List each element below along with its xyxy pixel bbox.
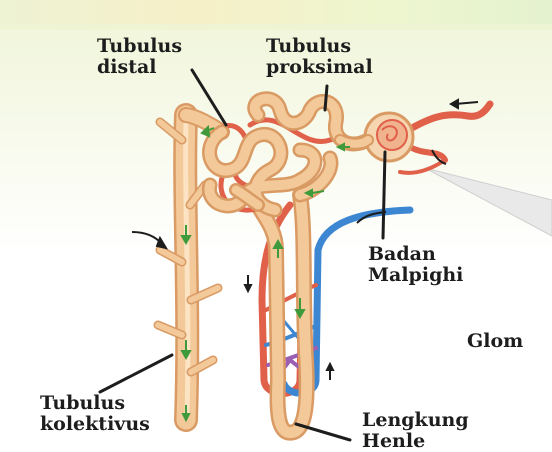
label-line: Henle <box>362 431 469 452</box>
label-line: kolektivus <box>40 414 150 435</box>
label-tubulus-kolektivus: Tubulus kolektivus <box>40 393 150 435</box>
label-line: Tubulus <box>97 36 182 57</box>
label-tubulus-distal: Tubulus distal <box>97 36 182 78</box>
leader-badan-malpighi <box>383 152 385 238</box>
label-badan-malpighi: Badan Malpighi <box>368 244 463 286</box>
label-tubulus-proksimal: Tubulus proksimal <box>266 36 373 78</box>
label-line: Lengkung <box>362 410 469 431</box>
label-line: Tubulus <box>40 393 150 414</box>
label-line: Glom <box>467 331 523 352</box>
label-lengkung-henle: Lengkung Henle <box>362 410 469 452</box>
label-line: Tubulus <box>266 36 373 57</box>
label-line: Badan <box>368 244 463 265</box>
label-line: proksimal <box>266 57 373 78</box>
leader-tubulus-kolektivus <box>100 355 172 392</box>
label-line: distal <box>97 57 182 78</box>
zoom-wedge <box>425 168 552 236</box>
leader-tubulus-proksimal <box>325 86 327 110</box>
label-line: Malpighi <box>368 265 463 286</box>
label-glomerulus: Glom <box>467 331 523 352</box>
convoluted-tubules <box>209 99 370 210</box>
